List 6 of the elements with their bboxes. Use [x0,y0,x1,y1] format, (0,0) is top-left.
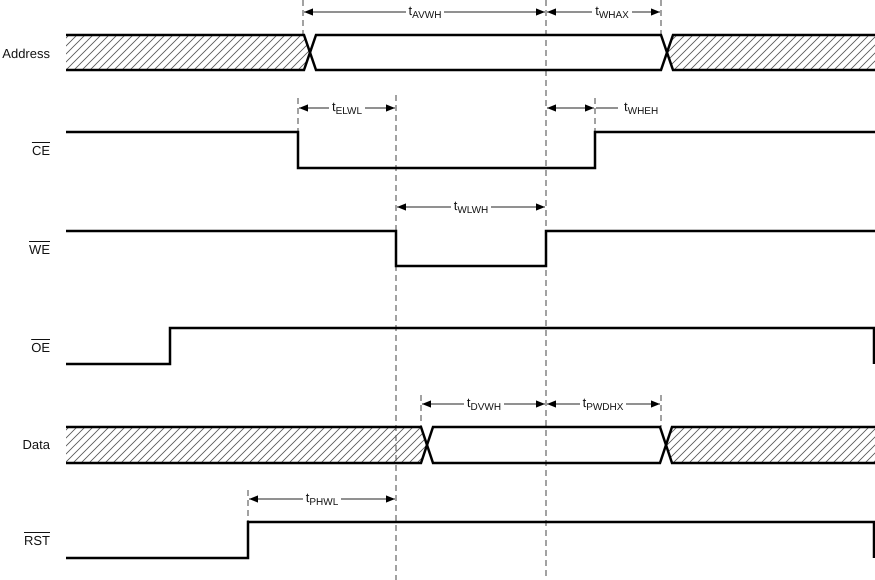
signal-name: RST [23,532,50,548]
signal-name: Address [1,46,50,60]
signal-name: WE [28,242,50,256]
signal-name: CE [30,142,50,158]
signal-name: OE [30,340,50,354]
signal-name: Data [22,436,50,452]
